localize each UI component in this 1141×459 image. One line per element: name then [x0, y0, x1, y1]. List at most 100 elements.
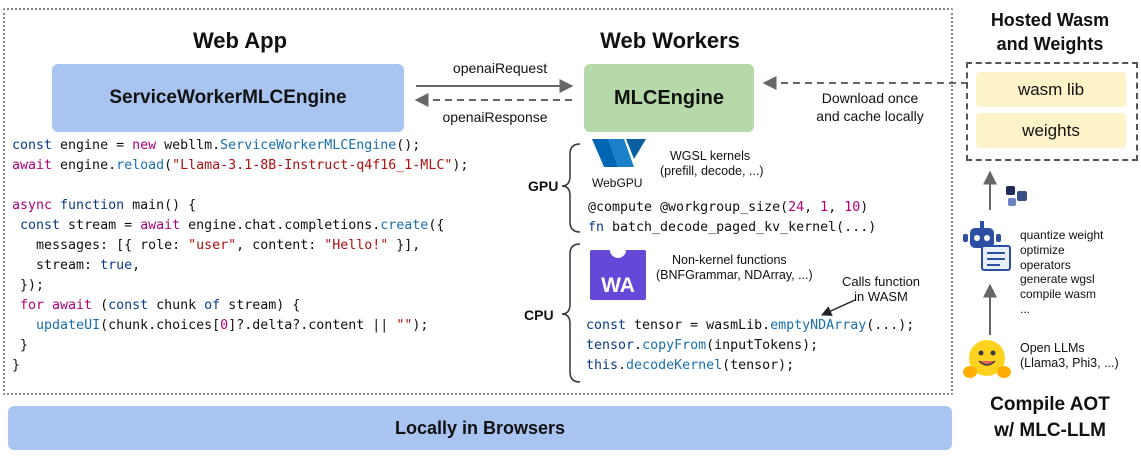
web-app-code-line: }: [12, 336, 468, 356]
gpu-desc-1: WGSL kernels: [670, 149, 751, 163]
web-app-code-line: messages: [{ role: "user", content: "Hel…: [12, 236, 468, 256]
web-app-code-token: messages: [{ role:: [12, 238, 189, 253]
web-app-code-token: "user": [188, 238, 237, 253]
robot-icon: [960, 218, 1016, 274]
webassembly-logo: WA: [590, 250, 646, 300]
weights-label: weights: [1022, 120, 1080, 140]
open-llms-label: Open LLMs (Llama3, Phi3, ...): [1020, 341, 1119, 371]
weights-box: weights: [976, 113, 1126, 148]
web-app-code-token: const: [12, 138, 53, 153]
open-llms-1: Open LLMs: [1020, 341, 1085, 355]
web-app-title: Web App: [192, 28, 288, 53]
hosted-container: [966, 62, 1138, 161]
web-app-code-token: async: [12, 198, 53, 213]
compile-step: ...: [1020, 301, 1031, 316]
web-app-code: const engine = new webllm.ServiceWorkerM…: [12, 136, 468, 376]
wasm-lib-box: wasm lib: [976, 72, 1126, 107]
open-llms-2: (Llama3, Phi3, ...): [1020, 356, 1119, 370]
web-app-code-line: }: [12, 356, 468, 376]
web-app-code-token: engine.: [52, 158, 117, 173]
hosted-title-1: Hosted Wasm: [990, 10, 1110, 30]
gpu-code: @compute @workgroup_size(24, 1, 10) fn ba…: [588, 198, 876, 238]
compile-step: operators: [1020, 257, 1071, 272]
download-label: Download once and cache locally: [790, 89, 950, 125]
cpu-code-token: tensor = wasmLib.: [626, 318, 771, 333]
compile-step: generate wgsl: [1020, 272, 1095, 287]
cpu-code-token: this: [586, 358, 619, 373]
gpu-code-token: batch_decode_paged_kv_kernel(...): [604, 220, 877, 235]
browser-bar-label: Locally in Browsers: [394, 417, 566, 438]
cpu-code-token: (...);: [866, 318, 915, 333]
web-app-code-token: );: [412, 318, 429, 333]
web-app-code-line: async function main() {: [12, 196, 468, 216]
web-app-code-token: 0: [220, 318, 229, 333]
web-app-code-token: true: [100, 258, 133, 273]
web-app-code-token: webllm.: [156, 138, 221, 153]
cpu-description: Non-kernel functions (BNFGrammar, NDArra…: [656, 253, 813, 283]
hosted-title: Hosted Wasm and Weights: [962, 8, 1138, 56]
cpu-code-token: .: [618, 358, 627, 373]
web-app-code-line: updateUI(chunk.choices[0]?.delta?.conten…: [12, 316, 468, 336]
cpu-code-token: (inputTokens);: [706, 338, 819, 353]
web-app-code-token: ,: [132, 258, 141, 273]
web-app-code-token: main() {: [124, 198, 197, 213]
mlc-engine-box: MLCEngine: [584, 64, 754, 132]
cpu-code-token: tensor: [586, 338, 635, 353]
webassembly-logo-text: WA: [601, 274, 635, 297]
web-app-code-token: "": [396, 318, 413, 333]
web-app-code-token: "Llama-3.1-8B-Instruct-q4f16_1-MLC": [172, 158, 453, 173]
web-app-code-token: function: [60, 198, 125, 213]
gpu-code-token: @compute @workgroup_size(: [588, 200, 789, 215]
web-app-code-token: chunk: [148, 298, 205, 313]
cpu-desc-2: (BNFGrammar, NDArray, ...): [656, 268, 813, 282]
hugging-face-icon: [962, 336, 1012, 382]
web-app-code-token: engine =: [52, 138, 133, 153]
web-app-code-token: engine.chat.completions.: [180, 218, 381, 233]
webgpu-logo-text: WebGPU: [592, 176, 643, 190]
gpu-code-token: fn: [588, 220, 605, 235]
web-app-code-token: const: [20, 218, 61, 233]
web-app-code-token: create: [380, 218, 429, 233]
gpu-description: WGSL kernels (prefill, decode, ...): [660, 149, 764, 179]
web-app-code-token: const: [108, 298, 149, 313]
web-app-code-token: , content:: [236, 238, 325, 253]
openai-request-label: openaiRequest: [452, 60, 548, 76]
web-app-code-line: });: [12, 276, 468, 296]
web-app-code-token: [12, 178, 20, 193]
gpu-code-token: ): [860, 200, 869, 215]
gpu-code-token: ,: [804, 200, 821, 215]
web-app-code-token: stream) {: [220, 298, 301, 313]
cpu-code-token: .: [634, 338, 643, 353]
compile-step: optimize: [1020, 242, 1065, 257]
web-app-code-token: "Hello!": [324, 238, 389, 253]
web-app-code-token: [52, 198, 60, 213]
web-app-code-token: (: [164, 158, 173, 173]
web-app-code-token: [12, 298, 20, 313]
web-app-code-token: [12, 218, 20, 233]
web-app-code-token: (chunk.choices[: [100, 318, 221, 333]
cpu-code-token: copyFrom: [642, 338, 707, 353]
service-worker-engine-label: ServiceWorkerMLCEngine: [109, 87, 347, 108]
service-worker-engine-box: ServiceWorkerMLCEngine: [52, 64, 404, 132]
web-app-code-token: new: [132, 138, 157, 153]
compile-title-1: Compile AOT: [990, 394, 1110, 415]
web-app-code-token: [12, 318, 36, 333]
compile-title: Compile AOT w/ MLC-LLM: [962, 392, 1138, 444]
browser-frame: [3, 8, 953, 395]
cpu-code: const tensor = wasmLib.emptyNDArray(...)…: [586, 316, 914, 376]
gpu-code-token: ,: [828, 200, 845, 215]
web-app-code-token: });: [12, 278, 45, 293]
calls-function-1: Calls function: [842, 274, 921, 289]
download-line-2: and cache locally: [816, 108, 924, 124]
mlc-engine-label: MLCEngine: [614, 86, 724, 109]
web-app-code-token: ({: [428, 218, 445, 233]
gpu-code-token: 10: [844, 200, 861, 215]
gpu-code-line: @compute @workgroup_size(24, 1, 10): [588, 198, 876, 218]
cpu-code-token: decodeKernel: [626, 358, 723, 373]
compile-title-2: w/ MLC-LLM: [994, 420, 1106, 441]
web-app-code-token: await: [12, 158, 53, 173]
web-app-code-token: }: [12, 358, 21, 373]
web-app-code-token: reload: [116, 158, 165, 173]
web-app-code-token: of: [204, 298, 221, 313]
browser-bar: Locally in Browsers: [8, 406, 952, 450]
